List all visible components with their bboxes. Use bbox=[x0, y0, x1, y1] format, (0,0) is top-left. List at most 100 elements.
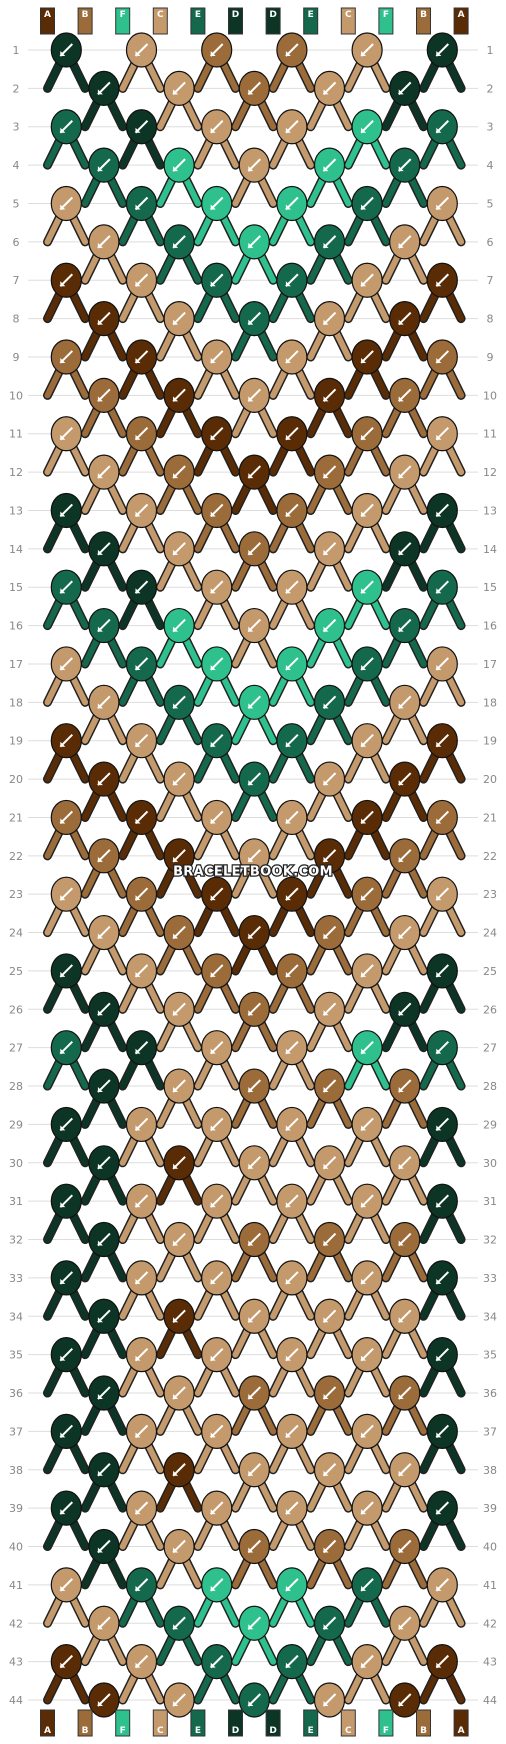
knot bbox=[50, 876, 82, 912]
knot bbox=[88, 224, 120, 260]
knot bbox=[163, 684, 195, 720]
knot bbox=[351, 1260, 383, 1296]
knot bbox=[426, 1337, 458, 1373]
arrow-head-icon bbox=[436, 818, 442, 824]
knot bbox=[125, 109, 158, 145]
arrow-head-icon bbox=[210, 1048, 216, 1054]
row-number-left: 30 bbox=[9, 1157, 23, 1170]
string-color-swatch bbox=[152, 1709, 168, 1737]
arrow-head-icon bbox=[173, 549, 179, 555]
arrow-head-icon bbox=[323, 1624, 329, 1630]
arrow-head-icon bbox=[210, 1432, 216, 1438]
knot bbox=[163, 1452, 195, 1488]
row-number-left: 13 bbox=[9, 504, 23, 517]
knot bbox=[201, 109, 233, 145]
knot bbox=[238, 301, 270, 337]
knot bbox=[276, 569, 308, 605]
start-string-tab: C bbox=[340, 7, 356, 35]
arrow-head-icon bbox=[323, 1470, 329, 1476]
arrow-head-icon bbox=[248, 319, 254, 325]
knot bbox=[276, 1183, 308, 1219]
knot bbox=[426, 32, 458, 68]
knot bbox=[276, 32, 308, 68]
arrow-head-icon bbox=[361, 1048, 367, 1054]
arrow-head-icon bbox=[135, 1125, 141, 1131]
arrow-head-icon bbox=[323, 473, 329, 479]
knot bbox=[351, 339, 383, 375]
arrow-head-icon bbox=[60, 1278, 66, 1284]
arrow-head-icon bbox=[248, 1394, 254, 1400]
knot bbox=[238, 1528, 270, 1565]
knot bbox=[163, 1221, 195, 1258]
knot bbox=[125, 1490, 158, 1526]
knot bbox=[163, 838, 195, 874]
knot bbox=[201, 1567, 233, 1603]
knot bbox=[163, 1605, 195, 1641]
row-number-left: 26 bbox=[9, 1003, 23, 1016]
knot bbox=[125, 953, 158, 989]
row-number-left: 34 bbox=[9, 1310, 23, 1323]
knot bbox=[276, 339, 308, 375]
string-letter: D bbox=[269, 10, 276, 20]
arrow-head-icon bbox=[97, 1163, 103, 1169]
knot bbox=[125, 1183, 158, 1219]
arrow-head-icon bbox=[436, 1585, 442, 1591]
arrow-head-icon bbox=[97, 933, 103, 939]
row-number-left: 36 bbox=[9, 1387, 23, 1400]
row-number-left: 31 bbox=[9, 1195, 23, 1208]
knot bbox=[88, 761, 120, 797]
arrow-head-icon bbox=[248, 1547, 254, 1553]
arrow-head-icon bbox=[173, 1624, 179, 1630]
knot bbox=[88, 1221, 120, 1258]
arrow-head-icon bbox=[361, 1355, 367, 1361]
knot bbox=[313, 70, 346, 106]
arrow-head-icon bbox=[248, 396, 254, 402]
arrow-head-icon bbox=[285, 741, 291, 747]
arrow-head-icon bbox=[285, 895, 291, 901]
knot bbox=[88, 531, 120, 567]
arrow-head-icon bbox=[361, 281, 367, 287]
arrow-head-icon bbox=[173, 1240, 179, 1246]
row-number-right: 17 bbox=[483, 658, 497, 671]
string-letter: B bbox=[420, 10, 427, 20]
arrow-head-icon bbox=[248, 1701, 254, 1706]
arrow-head-icon bbox=[436, 51, 442, 56]
row-number-left: 25 bbox=[9, 965, 23, 978]
arrow-head-icon bbox=[248, 1317, 254, 1323]
row-number-right: 26 bbox=[483, 1003, 497, 1016]
arrow-head-icon bbox=[135, 1278, 141, 1284]
knot bbox=[238, 147, 270, 183]
row-number-right: 37 bbox=[483, 1425, 497, 1438]
knot bbox=[50, 953, 82, 989]
knot bbox=[389, 1528, 421, 1565]
arrow-head-icon bbox=[436, 1278, 442, 1284]
arrow-head-icon bbox=[173, 1163, 179, 1169]
knot bbox=[276, 416, 308, 452]
knot bbox=[163, 377, 195, 413]
knot bbox=[426, 1183, 458, 1219]
string-letter: C bbox=[345, 1726, 352, 1736]
knot bbox=[50, 646, 82, 682]
arrow-head-icon bbox=[361, 895, 367, 901]
string-color-swatch bbox=[340, 7, 356, 35]
arrow-head-icon bbox=[173, 1394, 179, 1400]
knot bbox=[313, 301, 346, 337]
arrow-head-icon bbox=[398, 1163, 404, 1169]
knot bbox=[389, 1682, 421, 1718]
arrow-head-icon bbox=[398, 626, 404, 632]
arrow-head-icon bbox=[135, 1432, 141, 1438]
arrow-head-icon bbox=[398, 780, 404, 786]
end-string-tab: A bbox=[453, 1709, 469, 1737]
knot bbox=[238, 70, 270, 106]
knot bbox=[276, 492, 308, 529]
knot bbox=[50, 569, 82, 605]
string-letter: F bbox=[120, 1726, 126, 1736]
knot bbox=[238, 377, 270, 413]
knot bbox=[50, 1030, 82, 1066]
row-number-left: 15 bbox=[9, 581, 23, 594]
arrow-head-icon bbox=[60, 1048, 66, 1054]
arrow-head-icon bbox=[436, 1662, 442, 1668]
arrow-head-icon bbox=[436, 895, 442, 901]
knot bbox=[201, 262, 233, 298]
arrow-head-icon bbox=[97, 1240, 103, 1246]
